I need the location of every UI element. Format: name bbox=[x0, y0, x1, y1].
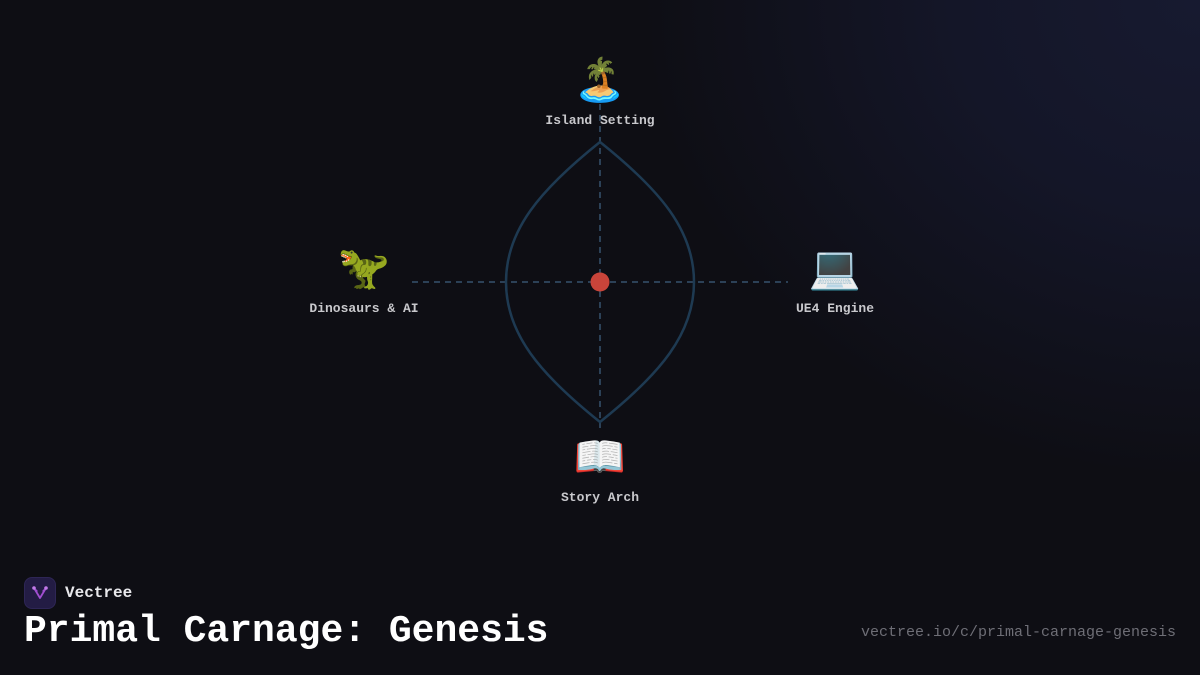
node-ue4-engine[interactable]: 💻 UE4 Engine bbox=[796, 243, 874, 316]
page-url[interactable]: vectree.io/c/primal-carnage-genesis bbox=[860, 624, 1176, 641]
node-label: Story Arch bbox=[560, 490, 640, 505]
laptop-icon: 💻 bbox=[808, 243, 862, 292]
node-dinosaurs-ai[interactable]: 🦖 Dinosaurs & AI bbox=[309, 243, 418, 316]
node-island-setting[interactable]: 🏝️ Island Setting bbox=[545, 55, 654, 128]
t-rex-icon: 🦖 bbox=[337, 243, 391, 292]
vectree-fork-icon bbox=[24, 577, 56, 609]
node-label: Dinosaurs & AI bbox=[309, 301, 419, 316]
brand: Vectree bbox=[24, 577, 132, 609]
page-title: Primal Carnage: Genesis bbox=[24, 610, 549, 653]
node-story-arch[interactable]: 📖 Story Arch bbox=[561, 432, 639, 505]
node-label: Island Setting bbox=[545, 113, 655, 128]
brand-name: Vectree bbox=[65, 584, 133, 602]
desert-island-icon: 🏝️ bbox=[573, 55, 627, 104]
node-label: UE4 Engine bbox=[795, 301, 875, 316]
open-book-icon: 📖 bbox=[573, 432, 627, 481]
center-dot bbox=[590, 272, 610, 292]
lens-shape bbox=[504, 140, 696, 424]
